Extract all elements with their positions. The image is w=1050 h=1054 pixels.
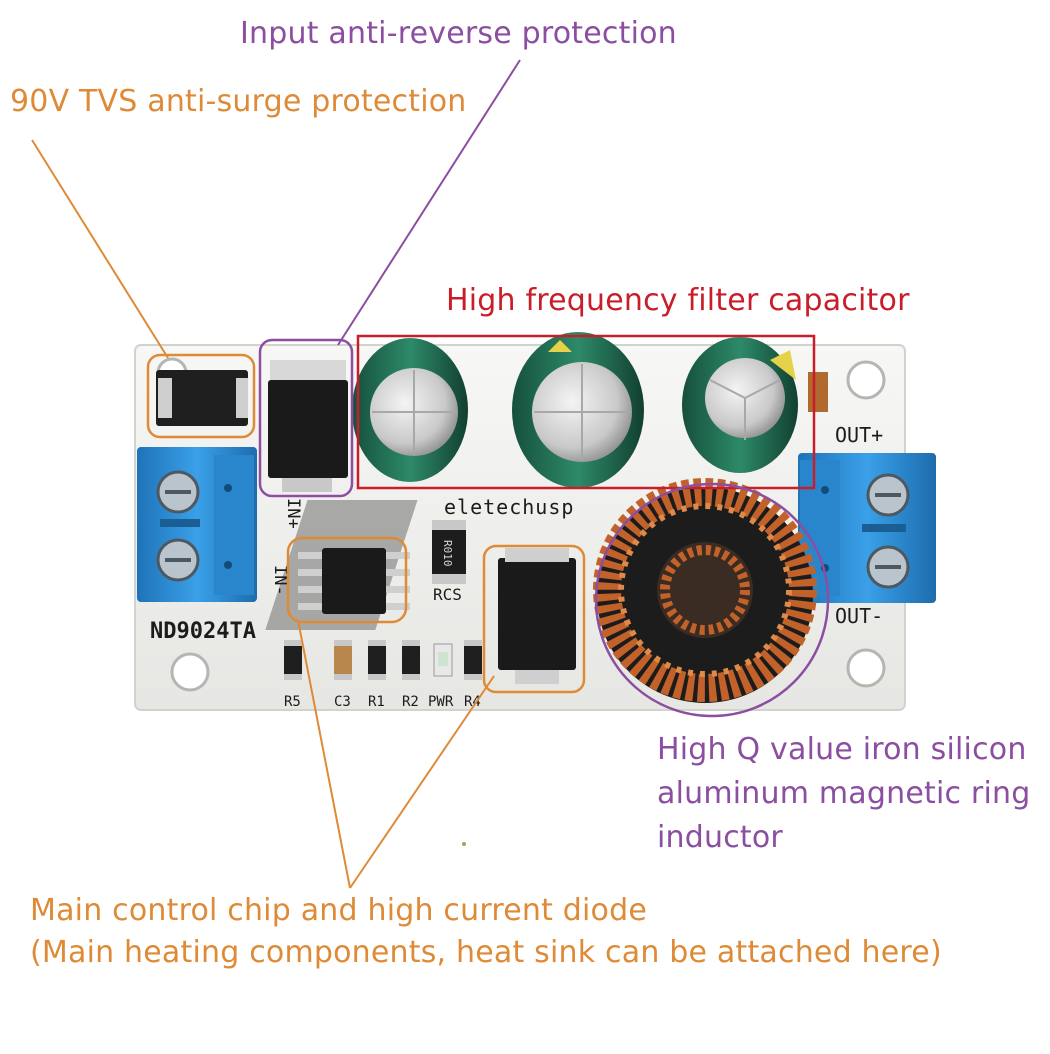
c3-label: C3: [334, 694, 351, 710]
out-minus-silkscreen: OUT-: [835, 604, 883, 628]
model-silkscreen: ND9024TA: [150, 619, 256, 644]
inductor-callout-line-2: aluminum magnetic ring: [657, 776, 1031, 811]
inductor-callout: High Q value iron silicon aluminum magne…: [657, 728, 1030, 860]
capacitor-highlight-frame: [356, 334, 816, 490]
anti-reverse-mosfet: [268, 360, 348, 492]
in-minus-silkscreen: IN-: [270, 565, 290, 596]
out-plus-silkscreen: OUT+: [835, 423, 883, 447]
main-callout-line-1: Main control chip and high current diode: [30, 893, 648, 928]
capacitor-1: [352, 338, 468, 482]
chip-leader-line: [297, 619, 351, 889]
in-plus-silkscreen: IN+: [283, 498, 303, 529]
tvs-highlight-frame: [146, 353, 256, 439]
input-anti-reverse-callout: Input anti-reverse protection: [240, 16, 677, 51]
filter-capacitors: [352, 332, 828, 488]
tvs-leader-line: [31, 139, 169, 359]
inductor-callout-line-3: inductor: [657, 820, 783, 855]
brand-silkscreen: eletechusp: [444, 495, 574, 519]
filter-capacitor-callout: High frequency filter capacitor: [446, 283, 910, 318]
rcs-silkscreen: RCS: [433, 585, 462, 604]
stray-dot: [462, 842, 466, 846]
smd-components: [284, 640, 482, 680]
mosfet-highlight-frame: [258, 338, 354, 498]
r1-label: R1: [368, 694, 385, 710]
main-callout-line-2: (Main heating components, heat sink can …: [30, 935, 942, 970]
current-sense-resistor: [432, 520, 466, 584]
r2-label: R2: [402, 694, 419, 710]
inductor-callout-line-1: High Q value iron silicon: [657, 732, 1027, 767]
inductor-highlight-circle: [594, 482, 830, 718]
main-control-chip: [298, 548, 410, 614]
r010-marking: R010: [441, 540, 454, 567]
toroidal-inductor: [593, 478, 817, 703]
r4-label: R4: [464, 694, 481, 710]
main-components-callout: Main control chip and high current diode…: [30, 890, 942, 974]
input-terminal-block: [137, 447, 257, 602]
diode-highlight-frame: [482, 544, 586, 694]
tvs-callout: 90V TVS anti-surge protection: [10, 84, 467, 119]
output-terminal-block: [798, 453, 936, 603]
tvs-diode: [156, 370, 248, 426]
capacitor-3: [682, 337, 798, 473]
high-current-diode: [498, 548, 576, 684]
pwr-label: PWR: [428, 694, 454, 710]
r5-label: R5: [284, 694, 301, 710]
diode-leader-line: [349, 675, 495, 889]
capacitor-2: [512, 332, 644, 488]
input-protection-leader-line: [337, 59, 521, 346]
chip-highlight-frame: [286, 536, 408, 624]
